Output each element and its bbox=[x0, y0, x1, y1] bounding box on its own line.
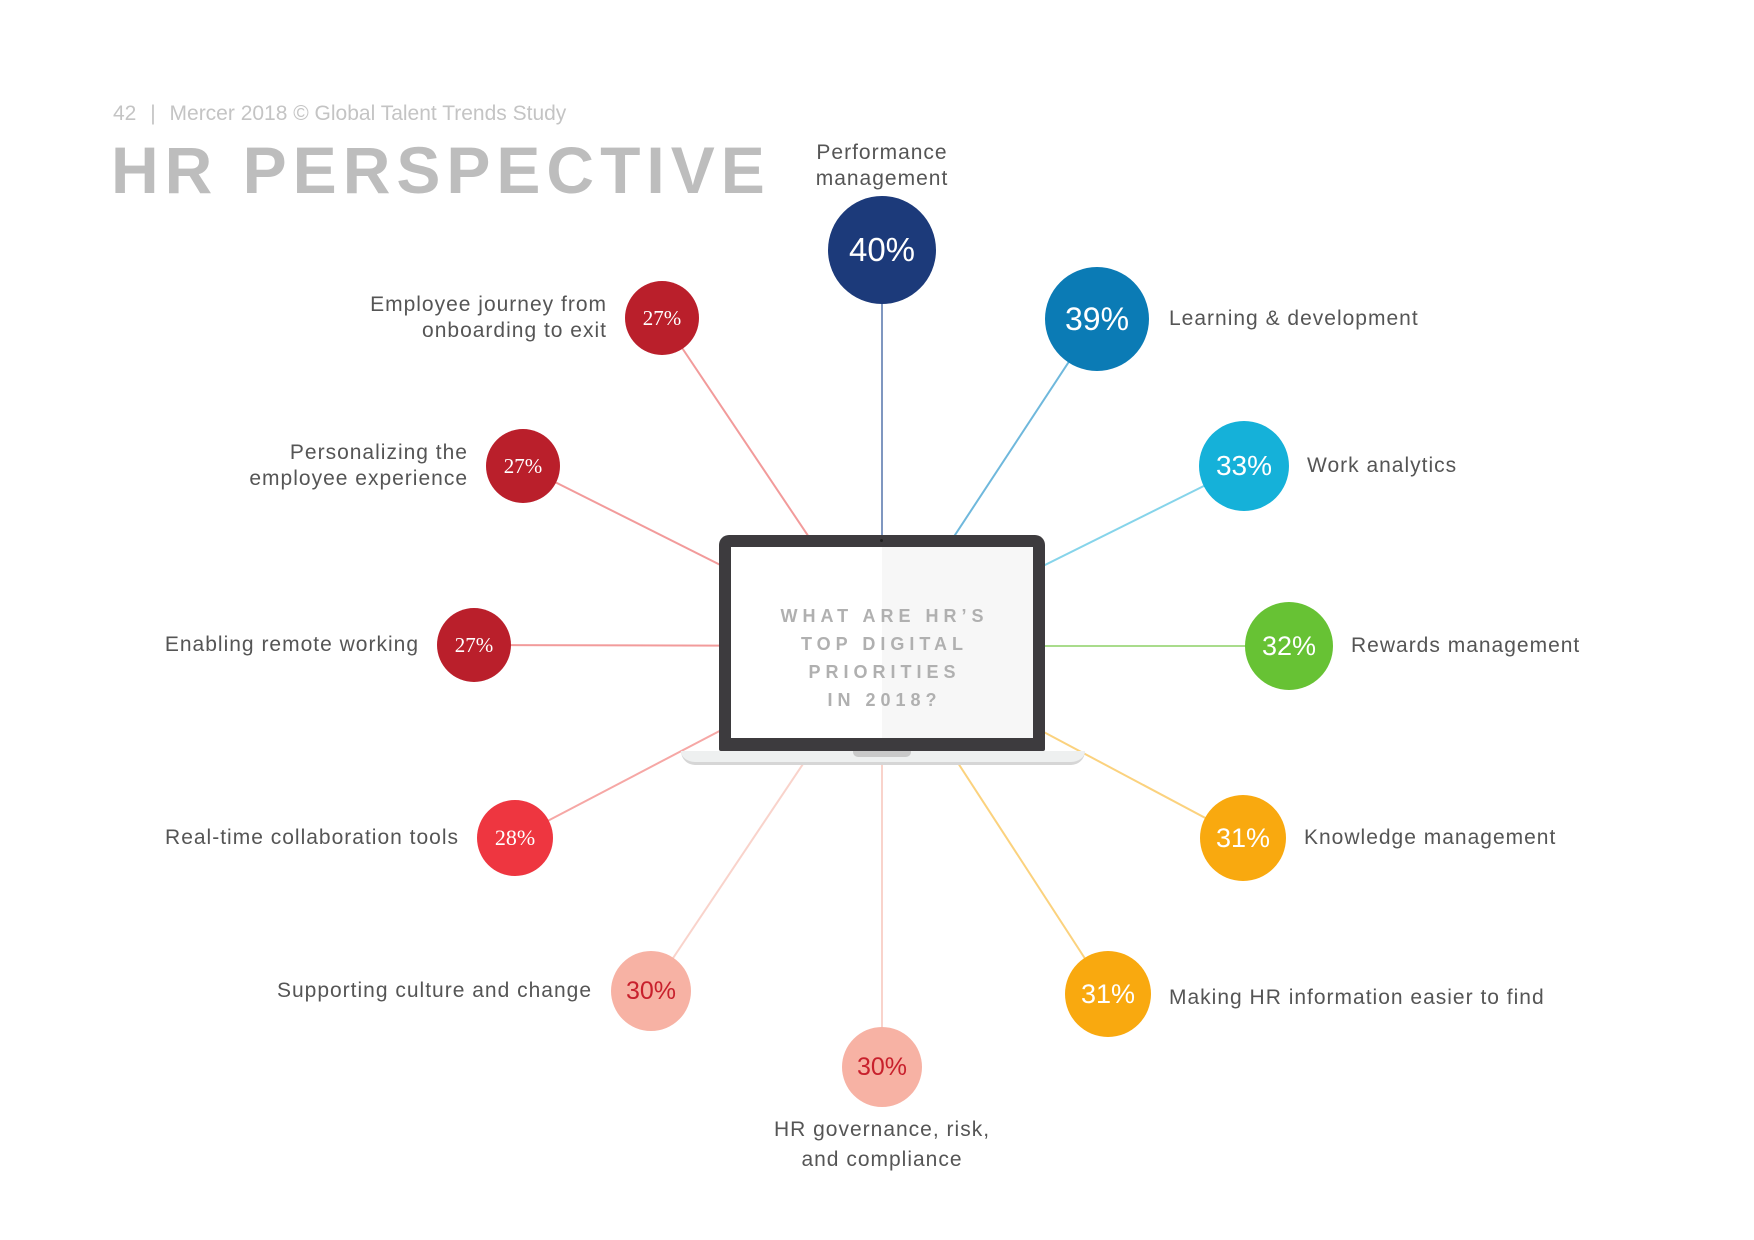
category-label: Personalizing the employee experience bbox=[249, 440, 468, 492]
category-label-line: Employee journey from bbox=[370, 293, 607, 316]
value-label: 27% bbox=[454, 632, 494, 657]
value-bubble: 27% bbox=[486, 429, 560, 503]
header-separator: | bbox=[150, 102, 156, 125]
category-label-line: Performance bbox=[816, 141, 948, 164]
category-label-line: HR governance, risk, bbox=[773, 1118, 991, 1141]
page-number: 42 bbox=[113, 102, 137, 125]
category-label: Real-time collaboration tools bbox=[165, 825, 459, 851]
value-label: 27% bbox=[503, 453, 543, 478]
category-label-line: Making HR information easier to find bbox=[1169, 986, 1545, 1009]
value-label: 30% bbox=[625, 976, 677, 1005]
value-bubble: 32% bbox=[1245, 602, 1333, 690]
value-bubble: 39% bbox=[1045, 267, 1149, 371]
category-label: Performance management bbox=[682, 140, 1082, 192]
page-title: HR PERSPECTIVE bbox=[111, 133, 771, 207]
question-line: WHAT ARE HR’S bbox=[780, 606, 989, 626]
question-line: TOP DIGITAL bbox=[800, 634, 968, 654]
value-bubble: 30% bbox=[611, 951, 691, 1031]
category-label-line: Knowledge management bbox=[1304, 826, 1557, 849]
category-label: Enabling remote working bbox=[165, 632, 419, 658]
value-label: 27% bbox=[642, 305, 682, 330]
value-bubble: 40% bbox=[828, 196, 936, 304]
category-label: Supporting culture and change bbox=[277, 978, 592, 1004]
category-label-line: Real-time collaboration tools bbox=[165, 826, 459, 849]
category-label-line: Supporting culture and change bbox=[276, 979, 592, 1002]
category-label-line: management bbox=[815, 167, 949, 190]
value-bubble: 31% bbox=[1065, 951, 1151, 1037]
category-label-line: Enabling remote working bbox=[164, 633, 419, 656]
laptop-base bbox=[681, 751, 1085, 765]
value-label: 31% bbox=[1080, 978, 1136, 1009]
question-line: IN 2018? bbox=[827, 690, 942, 710]
value-label: 30% bbox=[856, 1052, 908, 1081]
category-label-line: and compliance bbox=[801, 1148, 963, 1171]
value-bubble: 27% bbox=[625, 281, 699, 355]
value-label: 33% bbox=[1215, 450, 1273, 481]
value-label: 39% bbox=[1064, 300, 1130, 337]
center-question: WHAT ARE HR’S TOP DIGITAL PRIORITIES IN … bbox=[731, 602, 1033, 714]
category-label-line: Rewards management bbox=[1351, 634, 1581, 657]
laptop-notch bbox=[853, 751, 911, 757]
value-label: 28% bbox=[494, 825, 536, 850]
category-label: Work analytics bbox=[1307, 453, 1457, 479]
value-bubble: 31% bbox=[1200, 795, 1286, 881]
category-label-line: onboarding to exit bbox=[422, 319, 607, 342]
category-label: HR governance, risk, and compliance bbox=[682, 1115, 1082, 1175]
category-label: Employee journey from onboarding to exit bbox=[370, 292, 607, 344]
category-label-line: Personalizing the bbox=[289, 441, 468, 464]
value-bubble: 33% bbox=[1199, 421, 1289, 511]
value-bubble: 30% bbox=[842, 1027, 922, 1107]
value-label: 31% bbox=[1215, 822, 1271, 853]
value-label: 40% bbox=[848, 231, 916, 268]
category-label-line: Learning & development bbox=[1169, 307, 1419, 330]
category-label-line: employee experience bbox=[249, 467, 468, 490]
laptop-illustration: WHAT ARE HR’S TOP DIGITAL PRIORITIES IN … bbox=[719, 535, 1045, 751]
category-label: Rewards management bbox=[1351, 633, 1580, 659]
category-label: Learning & development bbox=[1169, 306, 1419, 332]
page-header: 42 | Mercer 2018 © Global Talent Trends … bbox=[113, 102, 566, 126]
value-bubble: 28% bbox=[477, 800, 553, 876]
category-label-line: Work analytics bbox=[1307, 454, 1458, 477]
camera-dot bbox=[880, 539, 883, 542]
laptop-screen: WHAT ARE HR’S TOP DIGITAL PRIORITIES IN … bbox=[731, 547, 1033, 738]
value-bubble: 27% bbox=[437, 608, 511, 682]
question-line: PRIORITIES bbox=[808, 662, 961, 682]
category-label: Knowledge management bbox=[1304, 825, 1556, 851]
source-text: Mercer 2018 © Global Talent Trends Study bbox=[169, 102, 567, 125]
category-label: Making HR information easier to find bbox=[1169, 985, 1545, 1011]
value-label: 32% bbox=[1261, 630, 1317, 661]
